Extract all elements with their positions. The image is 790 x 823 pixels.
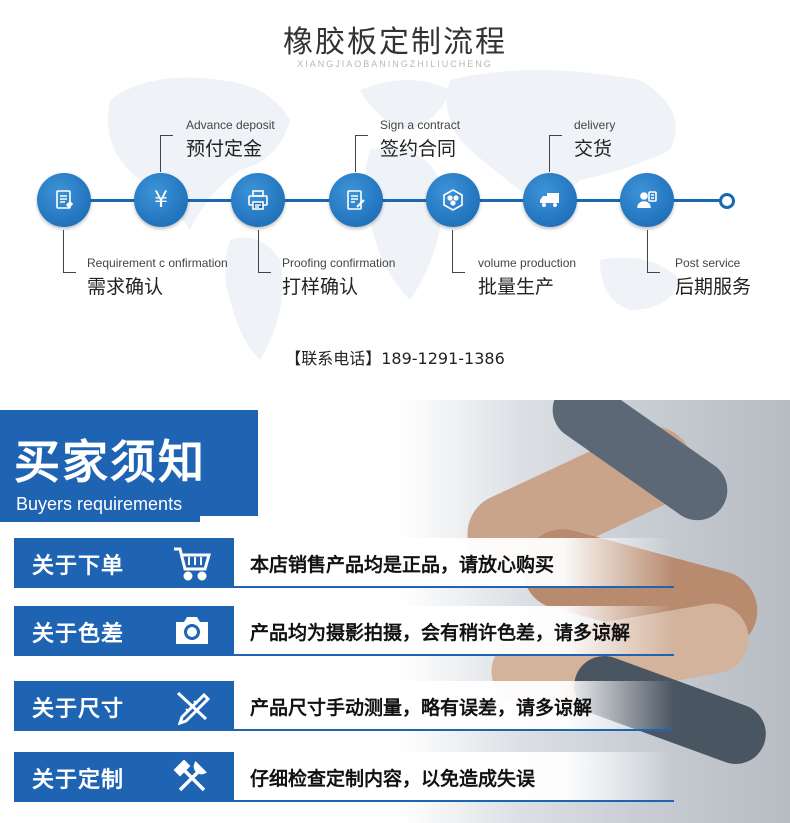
process-section: 橡胶板定制流程 XIANGJIAOBANINGZHILIUCHENG Requi… bbox=[0, 0, 790, 400]
tools-icon bbox=[173, 759, 207, 792]
ruler-pencil-icon bbox=[176, 691, 211, 725]
buyer-notice-section: 买家须知 Buyers requirements 关于下单 本店销售产品均是正品… bbox=[0, 400, 790, 823]
contract-sign-icon bbox=[347, 190, 365, 210]
step-circle-deposit: ¥ bbox=[134, 173, 188, 227]
step-connector bbox=[355, 135, 368, 172]
production-icon bbox=[443, 189, 463, 211]
notice-text: 产品尺寸手动测量，略有误差，请多谅解 bbox=[250, 697, 593, 719]
step-connector bbox=[258, 230, 271, 273]
notice-text: 仔细检查定制内容，以免造成失误 bbox=[250, 768, 536, 790]
notice-row-custom: 关于定制 仔细检查定制内容，以免造成失误 bbox=[14, 752, 674, 802]
notice-text-box: 产品尺寸手动测量，略有误差，请多谅解 bbox=[234, 681, 674, 731]
step-circle-production bbox=[426, 173, 480, 227]
step-label-zh: 批量生产 bbox=[478, 276, 555, 298]
banner-title-zh: 买家须知 bbox=[14, 435, 206, 489]
notice-text: 产品均为摄影拍摄，会有稍许色差，请多谅解 bbox=[250, 622, 631, 644]
yen-icon: ¥ bbox=[154, 187, 168, 213]
printer-icon bbox=[248, 190, 268, 210]
step-label-zh: 签约合同 bbox=[380, 138, 457, 160]
step-label-en: Post service bbox=[675, 256, 741, 270]
notice-row-color: 关于色差 产品均为摄影拍摄，会有稍许色差，请多谅解 bbox=[14, 606, 674, 656]
step-label-zh: 交货 bbox=[574, 138, 613, 160]
step-connector bbox=[160, 135, 173, 172]
step-label-en: Requirement c onfirmation bbox=[87, 256, 228, 270]
banner-title-en: Buyers requirements bbox=[16, 494, 183, 514]
step-connector bbox=[549, 135, 562, 172]
step-label-en: Proofing confirmation bbox=[282, 256, 396, 270]
notice-label: 关于尺寸 bbox=[32, 697, 125, 722]
camera-icon bbox=[176, 617, 208, 644]
notice-text-box: 仔细检查定制内容，以免造成失误 bbox=[234, 752, 674, 802]
step-circle-requirement bbox=[37, 173, 91, 227]
notice-text-box: 本店销售产品均是正品，请放心购买 bbox=[234, 538, 674, 588]
step-circle-contract bbox=[329, 173, 383, 227]
notice-label: 关于定制 bbox=[32, 768, 125, 793]
truck-icon bbox=[540, 193, 559, 207]
step-circle-service bbox=[620, 173, 674, 227]
step-connector bbox=[647, 230, 660, 273]
step-label-en: volume production bbox=[478, 256, 577, 270]
step-circle-delivery bbox=[523, 173, 577, 227]
step-label-zh: 后期服务 bbox=[675, 276, 752, 298]
notice-text-box: 产品均为摄影拍摄，会有稍许色差，请多谅解 bbox=[234, 606, 674, 656]
step-label-zh: 需求确认 bbox=[87, 276, 164, 298]
step-circle-proofing bbox=[231, 173, 285, 227]
page-subtitle: XIANGJIAOBANINGZHILIUCHENG bbox=[297, 59, 493, 69]
step-label-zh: 打样确认 bbox=[282, 276, 359, 298]
step-label-en: delivery bbox=[574, 118, 616, 132]
step-label-zh: 预付定金 bbox=[186, 138, 263, 160]
notice-label-box: 关于色差 bbox=[14, 606, 234, 656]
timeline-line bbox=[60, 199, 720, 202]
service-agent-icon bbox=[637, 191, 657, 209]
step-label-en: Advance deposit bbox=[186, 118, 275, 132]
page-title: 橡胶板定制流程 bbox=[283, 25, 507, 60]
document-icon bbox=[56, 190, 74, 209]
contact-phone: 【联系电话】189-1291-1386 bbox=[285, 349, 505, 368]
world-map-background bbox=[108, 70, 680, 360]
notice-row-order: 关于下单 本店销售产品均是正品，请放心购买 bbox=[14, 538, 674, 588]
step-connector bbox=[63, 230, 76, 273]
notice-label-box: 关于下单 bbox=[14, 538, 234, 588]
step-label-en: Sign a contract bbox=[380, 118, 461, 132]
notice-text: 本店销售产品均是正品，请放心购买 bbox=[250, 554, 555, 576]
notice-label-box: 关于尺寸 bbox=[14, 681, 234, 731]
notice-label-box: 关于定制 bbox=[14, 752, 234, 802]
step-connector bbox=[452, 230, 465, 273]
banner-stripe bbox=[0, 516, 200, 522]
shopping-cart-icon bbox=[174, 547, 211, 581]
notice-label: 关于下单 bbox=[32, 554, 125, 579]
buyer-notice-banner: 买家须知 Buyers requirements bbox=[0, 410, 258, 516]
notice-row-size: 关于尺寸 产品尺寸手动测量，略有误差，请多谅解 bbox=[14, 681, 674, 731]
notice-label: 关于色差 bbox=[32, 622, 125, 647]
timeline-end-marker bbox=[719, 193, 735, 209]
